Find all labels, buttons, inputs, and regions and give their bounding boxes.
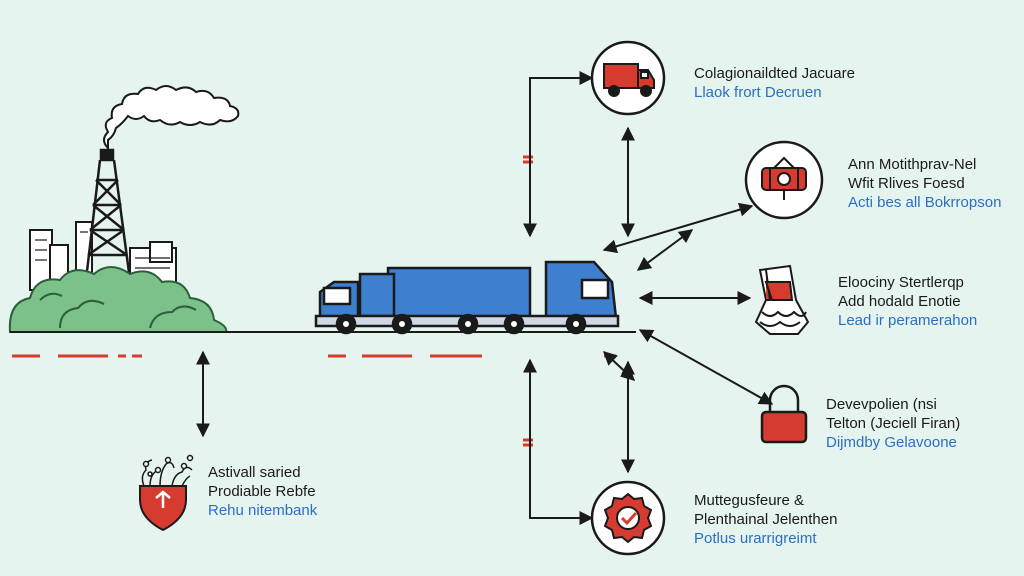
label-line: Plenthainal Jelenthen xyxy=(694,510,838,528)
padlock-icon xyxy=(760,384,808,444)
label-line: Prodiable Rebfe xyxy=(208,482,316,500)
shield-plant-icon xyxy=(139,454,194,532)
label-line: Colagionaildted Jacuare xyxy=(694,65,855,82)
connector-drum-2 xyxy=(636,229,694,271)
badge-node xyxy=(590,480,666,556)
check-badge-icon xyxy=(603,492,653,544)
label-line: Potlus urarrigreimt xyxy=(694,529,817,547)
label-line: Rehu nitembank xyxy=(208,501,318,519)
drum-node xyxy=(744,140,824,220)
label-line: Astivall saried xyxy=(208,464,301,481)
fabric-icon xyxy=(754,264,810,335)
truck-icon xyxy=(314,260,620,335)
drum-icon xyxy=(761,156,807,200)
node-label-fabric: Eloociny Stertlerqp Add hodald Enotie Le… xyxy=(838,274,977,330)
node-label-lock: Devevpolien (nsi Telton (Jeciell Firan) … xyxy=(826,396,960,452)
node-label-drum: Ann Motithprav-Nel Wfit Rlives Foesd Act… xyxy=(848,156,1001,212)
node-label-van: Colagionaildted Jacuare Llaok frort Decr… xyxy=(694,65,855,103)
label-line: Wfit Rlives Foesd xyxy=(848,174,965,192)
connector-van xyxy=(523,71,594,238)
fabric-node xyxy=(754,264,810,335)
label-line: Llaok frort Decruen xyxy=(694,83,822,101)
label-line: Dijmdby Gelavoone xyxy=(826,433,957,451)
connector-drum xyxy=(602,202,754,254)
oil-derrick-icon xyxy=(84,148,132,281)
delivery-van-icon xyxy=(603,63,655,97)
connector-badge xyxy=(523,358,594,525)
node-label-shield: Astivall saried Prodiable Rebfe Rehu nit… xyxy=(208,464,317,520)
smoke-cloud xyxy=(103,85,240,151)
node-label-badge: Muttegusfeure & Plenthainal Jelenthen Po… xyxy=(694,492,837,548)
label-line: Ann Motithprav-Nel xyxy=(848,156,977,173)
label-line: Add hodald Enotie xyxy=(838,292,961,310)
tree-cluster xyxy=(8,266,228,333)
label-line: Eloociny Stertlerqp xyxy=(838,274,964,291)
label-line: Acti bes all Bokrropson xyxy=(848,193,1002,211)
connectors xyxy=(196,71,774,525)
connector-lock-2 xyxy=(602,351,636,381)
connector-lock xyxy=(638,329,774,405)
label-line: Telton (Jeciell Firan) xyxy=(826,414,961,432)
lock-node xyxy=(760,384,808,444)
label-line: Lead ir peramerahon xyxy=(838,311,978,329)
label-line: Muttegusfeure & xyxy=(694,492,805,509)
label-line: Devevpolien (nsi xyxy=(826,396,937,413)
van-node xyxy=(590,40,666,116)
shield-node xyxy=(139,454,194,532)
